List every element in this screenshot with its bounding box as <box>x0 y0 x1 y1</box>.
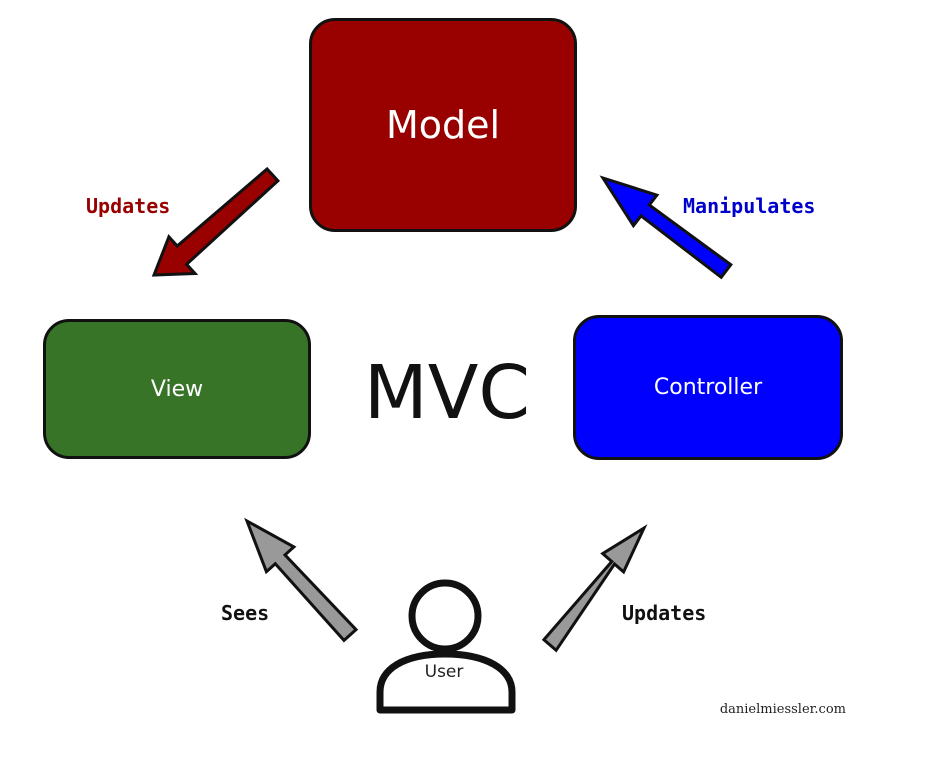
label-user-updates-controller: Updates <box>622 601 707 625</box>
arrow-user-to-controller <box>541 524 648 653</box>
model-label: Model <box>385 103 501 147</box>
label-controller-manipulates-model: Manipulates <box>683 194 816 218</box>
controller-box: Controller <box>573 315 843 460</box>
diagram-title: MVC <box>363 350 531 436</box>
arrow-controller-to-model <box>599 175 733 280</box>
controller-label: Controller <box>653 375 763 400</box>
site-credit: danielmiessler.com <box>719 702 846 717</box>
label-user-sees-view: Sees <box>221 601 270 625</box>
view-box: View <box>43 319 311 459</box>
user-label: User <box>424 662 464 682</box>
arrow-user-to-view <box>244 517 359 643</box>
view-label: View <box>150 376 204 402</box>
label-model-updates-view: Updates <box>86 194 171 218</box>
person-icon <box>372 574 522 716</box>
arrow-model-to-view <box>151 166 281 277</box>
model-box: Model <box>309 18 577 232</box>
